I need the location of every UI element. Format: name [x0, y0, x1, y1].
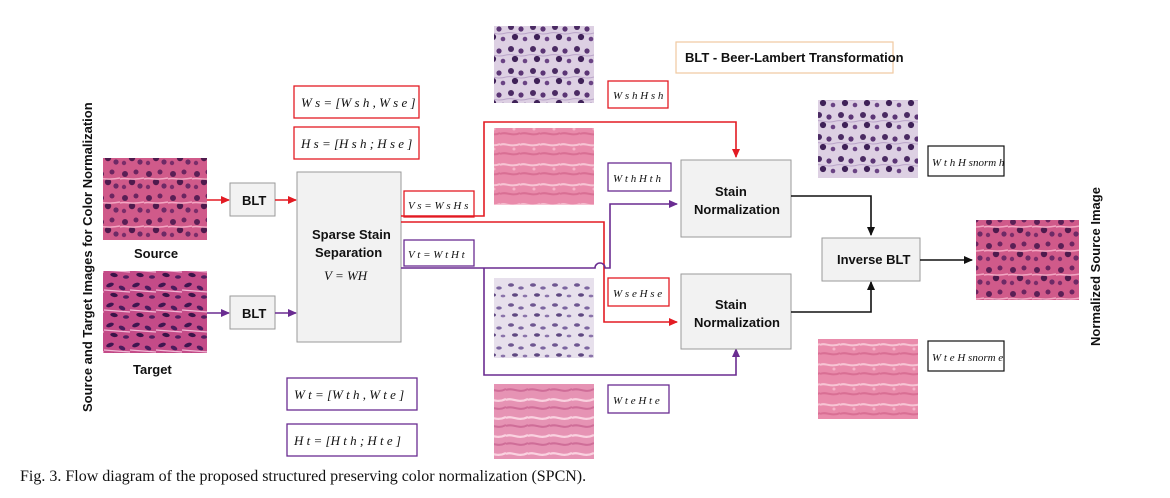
image-normalized-hematoxylin	[818, 100, 918, 178]
eq-norm-h: W t h H snorm h	[932, 157, 1005, 169]
inverse-blt-box	[821, 237, 921, 282]
blt-box-target	[229, 295, 276, 330]
left-axis-label: Source and Target Images for Color Norma…	[80, 102, 95, 412]
eq-vt: V t = W t H t	[408, 249, 466, 261]
legend-text: BLT - Beer-Lambert Transformation	[685, 50, 904, 65]
eq-wt: W t = [W t h , W t e ]	[294, 387, 404, 402]
eq-box-ht	[286, 423, 418, 457]
source-label: Source	[134, 246, 178, 261]
eq-box-wsehs	[607, 277, 670, 307]
eq-box-wt	[286, 377, 418, 411]
eq-wthht: W t h H t h	[613, 173, 661, 185]
blt-label-target: BLT	[242, 306, 266, 321]
eq-box-norm-e	[927, 340, 1005, 372]
right-axis-label: Normalized Source Image	[1088, 187, 1103, 346]
eq-wshhs: W s h H s h	[613, 90, 664, 102]
target-label: Target	[133, 362, 172, 377]
eq-box-ws	[293, 85, 420, 119]
sparse-title-1: Sparse Stain	[312, 227, 391, 242]
eq-wteht: W t e H t e	[613, 395, 660, 407]
source-image	[103, 158, 207, 240]
sparse-stain-separation-box	[296, 171, 402, 343]
eq-box-wteht	[607, 384, 670, 414]
inverse-blt-label: Inverse BLT	[837, 252, 911, 267]
arrow-e-to-inverse	[791, 281, 875, 313]
sparse-equation: V = WH	[324, 268, 368, 283]
eq-vs: V s = W s H s	[408, 200, 468, 212]
image-target-eosin	[494, 384, 594, 459]
eq-box-wthht	[607, 162, 672, 192]
arrow-target-eosin	[483, 268, 740, 376]
stain-norm-h-2: Normalization	[694, 202, 780, 217]
image-target-hematoxylin	[494, 278, 594, 358]
eq-box-vt	[403, 239, 475, 267]
sparse-title-2: Separation	[315, 245, 382, 260]
stain-norm-h-1: Stain	[715, 184, 747, 199]
arrow-source-eosin	[401, 221, 678, 326]
target-image	[103, 271, 207, 353]
legend-box	[675, 41, 894, 74]
blt-label-source: BLT	[242, 193, 266, 208]
image-source-hematoxylin	[494, 26, 594, 103]
stain-norm-e-2: Normalization	[694, 315, 780, 330]
eq-ws: W s = [W s h , W s e ]	[301, 95, 416, 110]
stain-normalization-box-e	[680, 273, 792, 350]
eq-norm-e: W t e H snorm e	[932, 352, 1003, 364]
normalized-source-image	[976, 220, 1079, 300]
blt-box-source	[229, 182, 276, 217]
figure-caption: Fig. 3. Flow diagram of the proposed str…	[20, 468, 587, 485]
eq-ht: H t = [H t h ; H t e ]	[293, 433, 401, 448]
arrow-h-to-inverse	[791, 195, 875, 236]
stain-normalization-box-h	[680, 159, 792, 238]
image-normalized-eosin	[818, 339, 918, 419]
eq-box-vs	[403, 190, 475, 218]
arrow-source-hematoxylin	[401, 121, 740, 217]
stain-norm-e-1: Stain	[715, 297, 747, 312]
eq-box-norm-h	[927, 145, 1005, 177]
eq-hs: H s = [H s h ; H s e ]	[300, 136, 412, 151]
image-source-eosin	[494, 128, 594, 205]
arrow-target-hematoxylin	[401, 200, 678, 269]
eq-box-hs	[293, 126, 420, 160]
eq-box-wshhs	[607, 80, 669, 109]
eq-wsehs: W s e H s e	[613, 288, 662, 300]
